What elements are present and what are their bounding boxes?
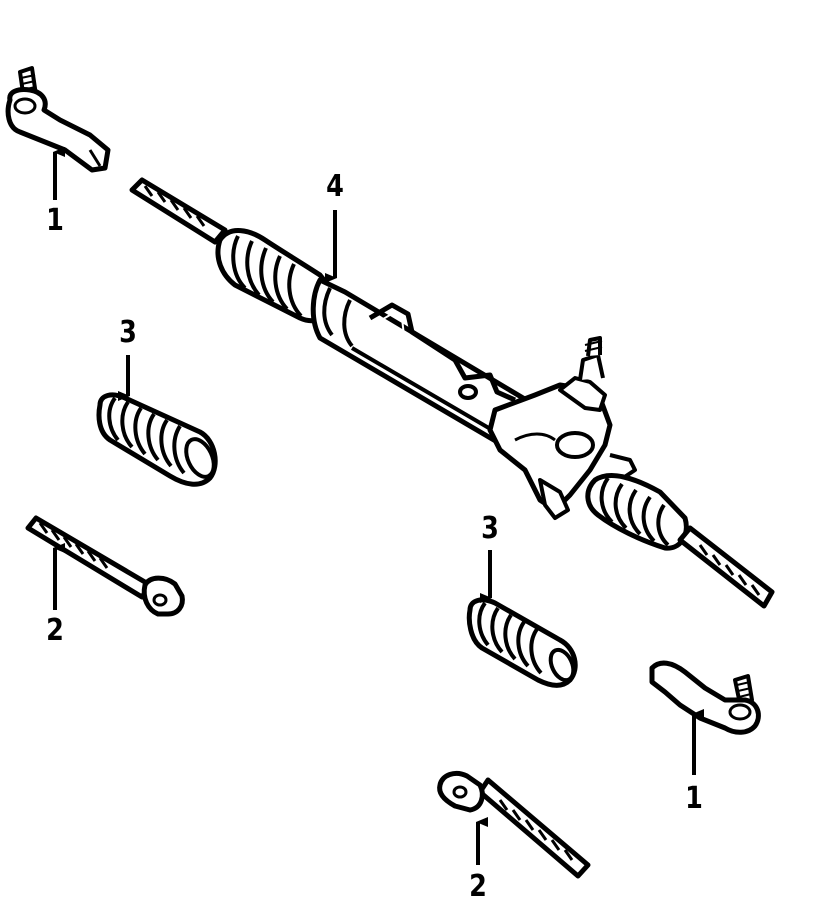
valve-body [487,336,637,520]
boot-left [96,392,218,487]
rack-right-threaded-end [677,525,775,609]
boot-right [466,597,578,688]
rack-left-threaded-end [129,177,228,245]
rack-left-bellows [215,228,343,324]
tie-rod-end-right [649,660,761,735]
tie-rod-end-left [5,66,111,173]
steering-gear-assembly [129,177,775,609]
inner-tie-rod-right [437,770,591,879]
inner-tie-rod-left [25,515,185,617]
callout-leaders [53,147,704,865]
hydraulic-lines [368,302,517,409]
rack-right-bellows [585,473,689,551]
